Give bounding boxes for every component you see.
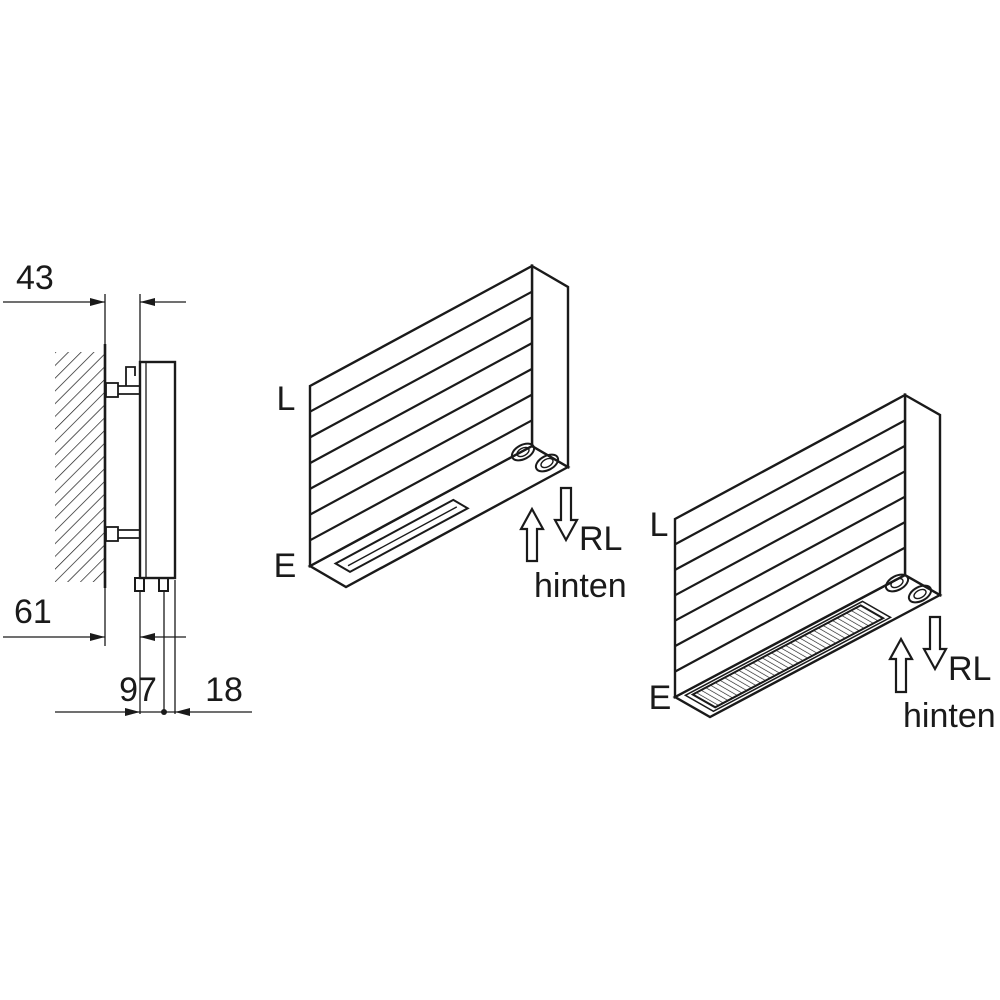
mounting-bracket-bottom	[105, 526, 140, 542]
dim-arrow-left-icon	[140, 298, 155, 306]
radiator-iso-slot-view: L E RL hinten	[274, 263, 627, 605]
label-hinten: hinten	[534, 567, 627, 605]
dim-arrow-right-icon	[90, 298, 105, 306]
dim-arrow-left-icon	[175, 708, 190, 716]
dimension-97-18	[55, 708, 252, 716]
radiator-front-face	[308, 263, 534, 569]
wall-section-view: 43 61 97 18	[3, 259, 252, 716]
radiator-end-face	[903, 392, 942, 598]
dim-18-label: 18	[205, 671, 243, 709]
flow-up-arrow-icon	[888, 636, 914, 694]
label-l: L	[277, 380, 296, 418]
flow-up-arrow-icon	[519, 506, 545, 563]
label-hinten: hinten	[903, 697, 996, 735]
bottom-grille	[683, 600, 893, 713]
dimension-43	[3, 298, 186, 306]
pipe-stub-front	[158, 577, 169, 592]
dim-97-label: 97	[119, 671, 157, 709]
bottom-slot	[333, 498, 470, 574]
label-e: E	[649, 679, 672, 717]
mounting-bracket-top	[105, 366, 140, 398]
label-e: E	[274, 547, 297, 585]
dim-arrow-left-icon	[140, 633, 155, 641]
radiator-slat-lines	[309, 290, 533, 542]
connection-port	[510, 442, 536, 462]
radiator-panel-section	[138, 360, 177, 580]
connection-port	[884, 573, 910, 593]
radiator-iso-grille-view: L E RL hinten	[649, 392, 996, 735]
return-down-arrow-icon	[553, 486, 579, 543]
dim-arrow-right-icon	[125, 708, 140, 716]
connection-port	[534, 453, 560, 473]
return-down-arrow-icon	[922, 615, 948, 672]
dim-arrow-right-icon	[90, 633, 105, 641]
wall-hatch	[55, 352, 105, 582]
radiator-slat-lines	[674, 419, 906, 673]
radiator-end-face	[530, 263, 570, 470]
dim-point-icon	[161, 709, 167, 715]
pipe-stub-rear	[134, 577, 145, 592]
dim-61-label: 61	[14, 593, 52, 631]
dimension-61	[3, 633, 186, 641]
label-l: L	[650, 506, 669, 544]
label-rl: RL	[948, 650, 991, 688]
dim-43-label: 43	[16, 259, 54, 297]
label-rl: RL	[579, 520, 622, 558]
connection-port	[907, 584, 933, 604]
